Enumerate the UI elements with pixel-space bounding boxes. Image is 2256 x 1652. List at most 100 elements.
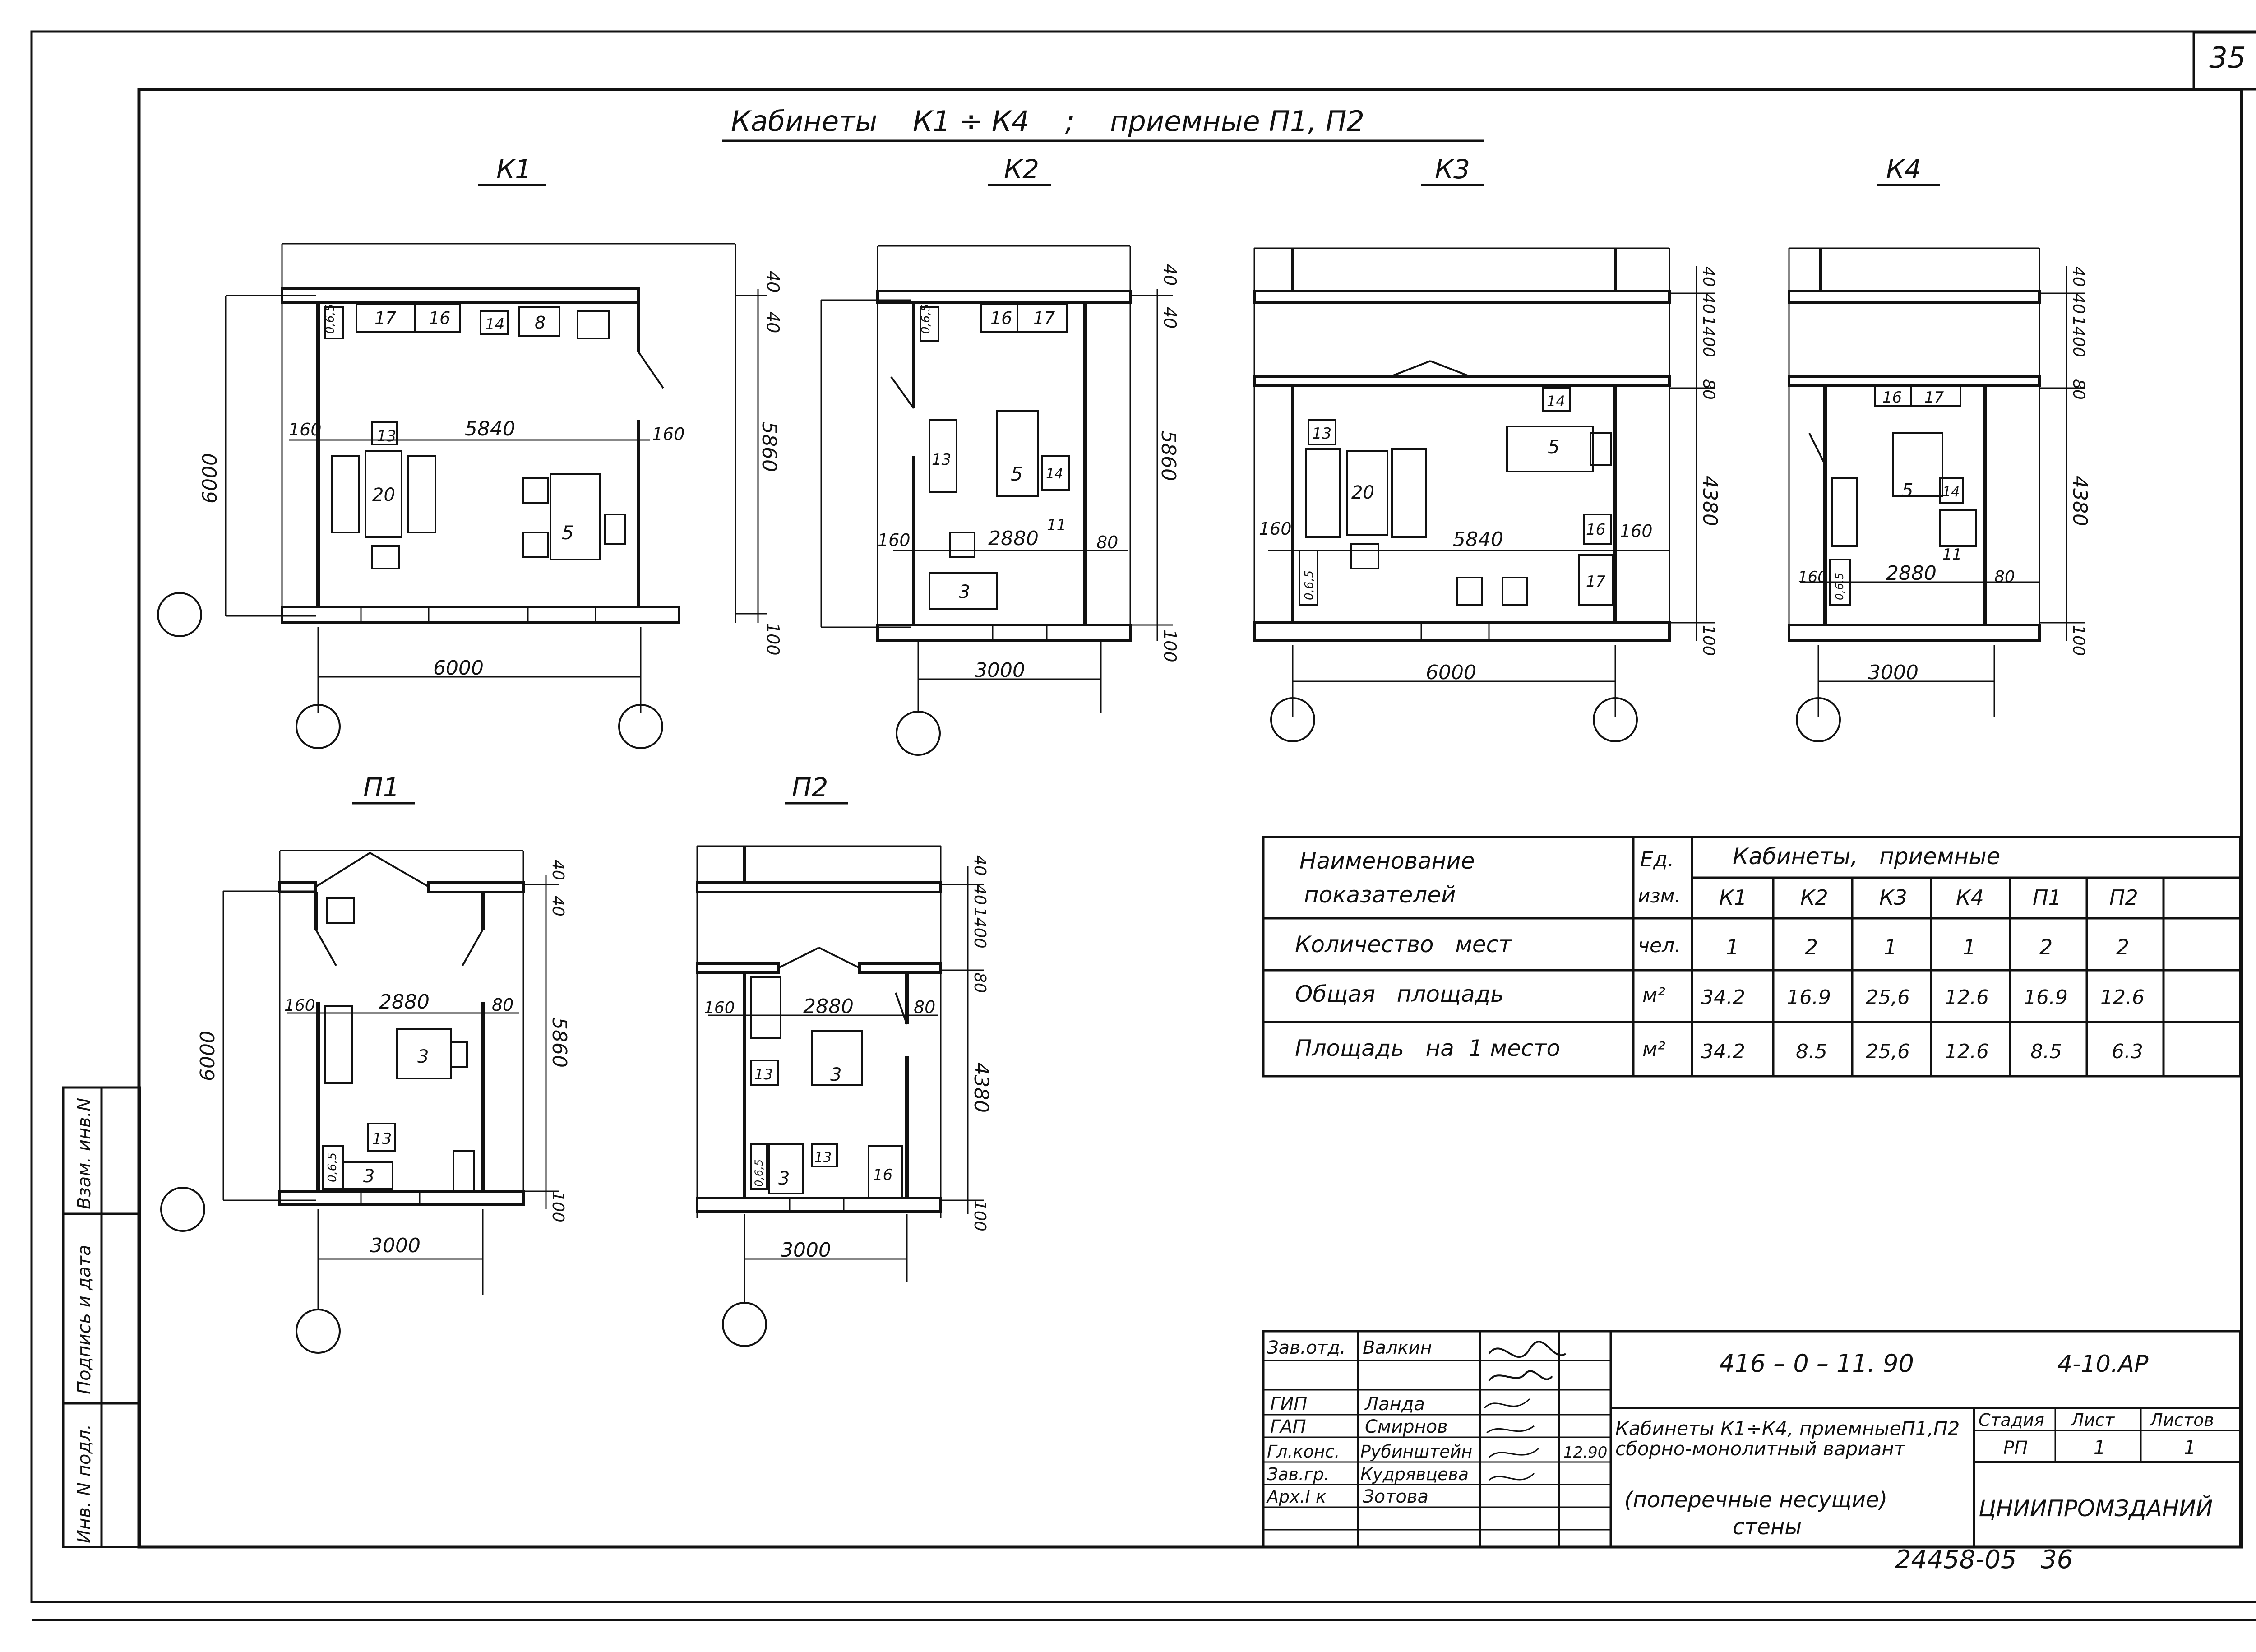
plan-k3-item-20: 20: [1351, 482, 1374, 503]
plan-k4-item-11: 11: [1942, 546, 1962, 564]
plan-k4-top-dim-4: 80: [2069, 379, 2088, 400]
stamp-title-3: (поперечные несущие): [1624, 1487, 1887, 1513]
plan-k4-room-depth: 4380: [2068, 476, 2091, 526]
plan-p2-room-depth: 4380: [970, 1062, 993, 1113]
stamp-role-1: Зав.отд.: [1267, 1337, 1346, 1358]
plan-p1-item-3b: 3: [363, 1166, 374, 1187]
stamp-role-5: Зав.гр.: [1267, 1464, 1329, 1484]
plan-k3-item-16: 16: [1586, 521, 1605, 539]
plan-p2-room-width: 2880: [803, 995, 854, 1018]
table-row-2-v1: 34.2: [1701, 986, 1745, 1009]
plan-k2-room-width: 2880: [988, 527, 1039, 550]
stamp-stage: РП: [2003, 1438, 2028, 1458]
plan-k3-wall-left: 160: [1259, 519, 1292, 539]
plan-k2-bottom-dim: 100: [1160, 629, 1180, 662]
plan-p2-wall-left: 160: [704, 999, 735, 1017]
plan-k1-item-065: 0,6,5: [324, 304, 337, 334]
table-row-2-v3: 25,6: [1866, 986, 1910, 1009]
table-row-3-v5: 8.5: [2030, 1040, 2062, 1063]
stamp-project-code: 416 – 0 – 11. 90: [1719, 1349, 1914, 1378]
stamp-title-2: сборно-монолитный вариант: [1615, 1438, 1906, 1460]
plan-k3-bottom-dim: 100: [1699, 625, 1718, 656]
sheet-number-box: [2192, 31, 2256, 91]
plan-p2-item-065: 0,6,5: [753, 1159, 765, 1187]
table-row-3-name: Площадь на 1 место: [1295, 1035, 1560, 1061]
stamp-name-3: Смирнов: [1365, 1416, 1448, 1437]
footer-code: 24458-05 36: [1895, 1545, 2073, 1574]
side-stamp: [62, 1086, 141, 1548]
plan-k1-bottom-dim: 100: [763, 623, 783, 656]
stamp-stage-label: Стадия: [1979, 1410, 2044, 1430]
stamp-name-1: Валкин: [1363, 1337, 1432, 1358]
table-row-1-v5: 2: [2039, 935, 2053, 959]
stamp-sheet-code: 4-10.АР: [2057, 1351, 2149, 1378]
table-row-1-unit: чел.: [1638, 934, 1681, 957]
plan-k3-item-5: 5: [1548, 436, 1560, 458]
table-row-3-v1: 34.2: [1701, 1040, 1745, 1063]
plan-k1-item-13: 13: [377, 427, 396, 445]
plan-k1-top-dim-1: 40: [763, 271, 783, 292]
plan-p1: [160, 802, 559, 1354]
plan-k2-width-dim: 3000: [975, 659, 1025, 682]
plan-k4-item-5: 5: [1902, 480, 1913, 501]
stamp-role-3: ГАП: [1270, 1416, 1306, 1437]
plan-p2-top-dim-2: 40: [971, 884, 989, 905]
table-row-2-v6: 12.6: [2100, 986, 2145, 1009]
stamp-organization: ЦНИИПРОМЗДАНИЙ: [1979, 1495, 2213, 1522]
plan-p1-width-dim: 3000: [370, 1234, 421, 1257]
stamp-role-4: Гл.конс.: [1267, 1442, 1340, 1462]
plan-k2-item-3: 3: [959, 582, 970, 602]
table-col-p1: П1: [2033, 885, 2062, 910]
plan-k2-item-16: 16: [990, 308, 1012, 328]
table-col-k1: К1: [1719, 885, 1747, 910]
table-row-3-v3: 25,6: [1866, 1040, 1910, 1063]
indicators-table: [1262, 836, 2242, 1078]
page-title: Кабинеты К1 ÷ К4 ; приемные П1, П2: [731, 105, 1364, 138]
table-row-1-v2: 2: [1805, 935, 1818, 959]
plan-p1-item-13: 13: [372, 1130, 392, 1148]
plan-k1-label: К1: [496, 154, 532, 185]
table-row-3-v6: 6.3: [2112, 1040, 2143, 1063]
plan-p1-depth-dim: 6000: [196, 1031, 219, 1081]
plan-p2-item-13b: 13: [814, 1150, 832, 1166]
plan-k3-item-14: 14: [1547, 393, 1565, 410]
table-head-group: Кабинеты, приемные: [1733, 843, 2000, 870]
plan-k3-item-17: 17: [1586, 573, 1606, 591]
plan-p2-item-3b: 3: [778, 1168, 790, 1189]
plan-k2-label: К2: [1004, 154, 1039, 185]
plan-k2-top-dim-2: 40: [1160, 307, 1180, 329]
plan-p2-bottom-dim: 100: [971, 1200, 989, 1231]
plan-k1-item-5: 5: [562, 522, 574, 544]
plan-k2-item-14: 14: [1046, 466, 1063, 482]
table-row-2-unit: м²: [1642, 984, 1665, 1007]
plan-k1-room-depth: 5860: [758, 421, 781, 472]
table-col-k3: К3: [1879, 885, 1907, 910]
plan-p2-item-13a: 13: [754, 1066, 773, 1083]
table-row-2-v4: 12.6: [1945, 986, 1989, 1009]
plan-p1-bottom-dim: 100: [549, 1191, 567, 1222]
plan-p1-room-depth: 5860: [548, 1017, 571, 1068]
plan-k1-depth-dim: 6000: [199, 453, 222, 504]
plan-p2-top-dim-1: 40: [971, 855, 989, 876]
plan-k4-room-width: 2880: [1886, 562, 1937, 585]
plan-p2-item-16: 16: [873, 1166, 892, 1184]
plan-p1-label: П1: [363, 772, 400, 803]
plan-p1-item-3a: 3: [417, 1046, 429, 1067]
table-row-1-v3: 1: [1884, 935, 1897, 959]
plan-k4-item-14: 14: [1942, 484, 1960, 500]
plan-k4-item-17: 17: [1924, 389, 1944, 407]
plan-k1-item-8: 8: [535, 313, 546, 333]
plan-k3: [1253, 184, 1715, 742]
sheet-outer-frame: [30, 30, 2256, 1603]
stamp-sheets: 1: [2184, 1436, 2196, 1458]
plan-k3-room-depth: 4380: [1698, 476, 1721, 526]
plan-k4-width-dim: 3000: [1868, 661, 1919, 684]
table-row-1-v4: 1: [1963, 935, 1976, 959]
plan-k3-label: К3: [1435, 154, 1470, 185]
stamp-sheets-label: Листов: [2149, 1410, 2214, 1430]
table-row-1-v1: 1: [1726, 935, 1739, 959]
plan-k3-width-dim: 6000: [1426, 661, 1476, 684]
plan-k2-item-17: 17: [1033, 308, 1055, 328]
plan-k3-top-dim-3: 1400: [1699, 316, 1718, 357]
